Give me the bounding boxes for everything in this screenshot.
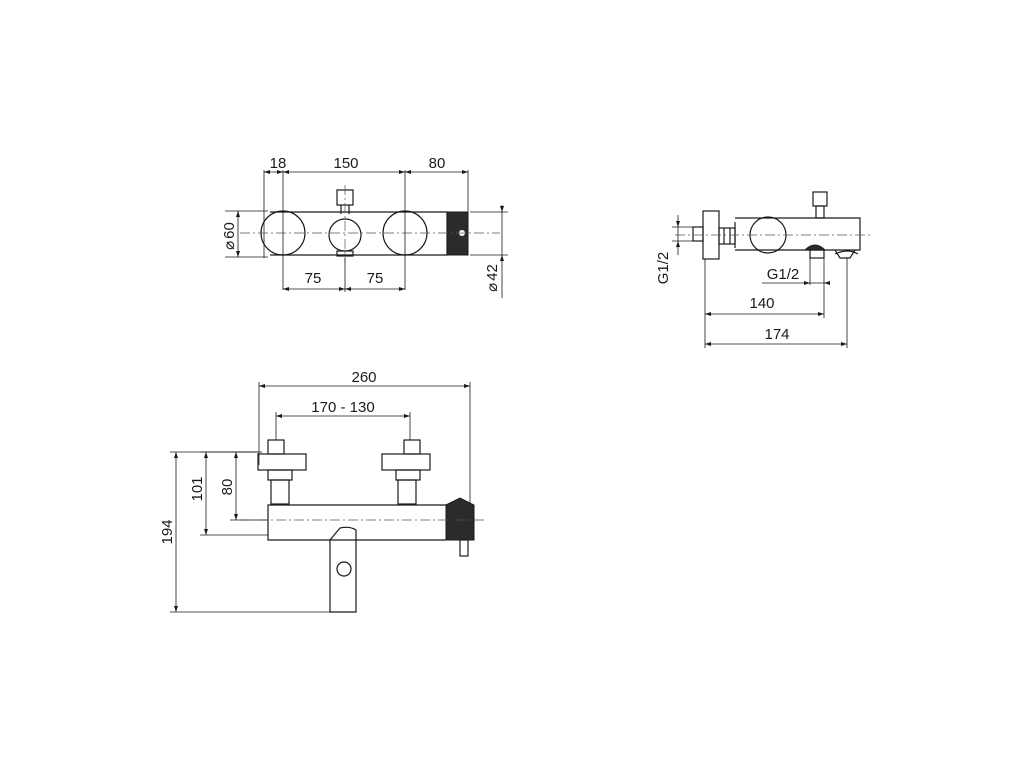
dim-18: 18 [270, 155, 287, 172]
dim-194: 194 [159, 519, 176, 544]
front-view: 260 170 - 130 194 [159, 369, 485, 613]
dim-140: 140 [749, 295, 774, 312]
dim-260: 260 [351, 369, 376, 386]
handle-knurl [446, 211, 469, 256]
diameter-symbol: ⌀ [484, 283, 501, 292]
dim-150: 150 [333, 155, 358, 172]
dim-80-top: 80 [429, 155, 446, 172]
handle-knurl-front [445, 497, 475, 541]
dim-75-left: 75 [305, 270, 322, 287]
thread-g12-left: G1/2 [655, 252, 672, 285]
thread-g12-outlet: G1/2 [767, 266, 800, 283]
dim-diameter-42: ⌀ 42 [484, 264, 501, 292]
side-view: G1/2 G1/2 140 174 [655, 191, 870, 348]
dim-42-value: 42 [484, 264, 501, 281]
dim-101: 101 [189, 476, 206, 501]
dim-centers: 170 - 130 [311, 399, 374, 416]
dim-diameter-60: ⌀ 60 [221, 222, 238, 250]
top-view: 18 150 80 ⌀ 60 ⌀ 42 [221, 155, 508, 298]
dim-174: 174 [764, 326, 789, 343]
diameter-symbol: ⌀ [221, 241, 238, 250]
dim-60-value: 60 [221, 222, 238, 239]
dim-80-front: 80 [219, 479, 236, 496]
dim-75-right: 75 [367, 270, 384, 287]
